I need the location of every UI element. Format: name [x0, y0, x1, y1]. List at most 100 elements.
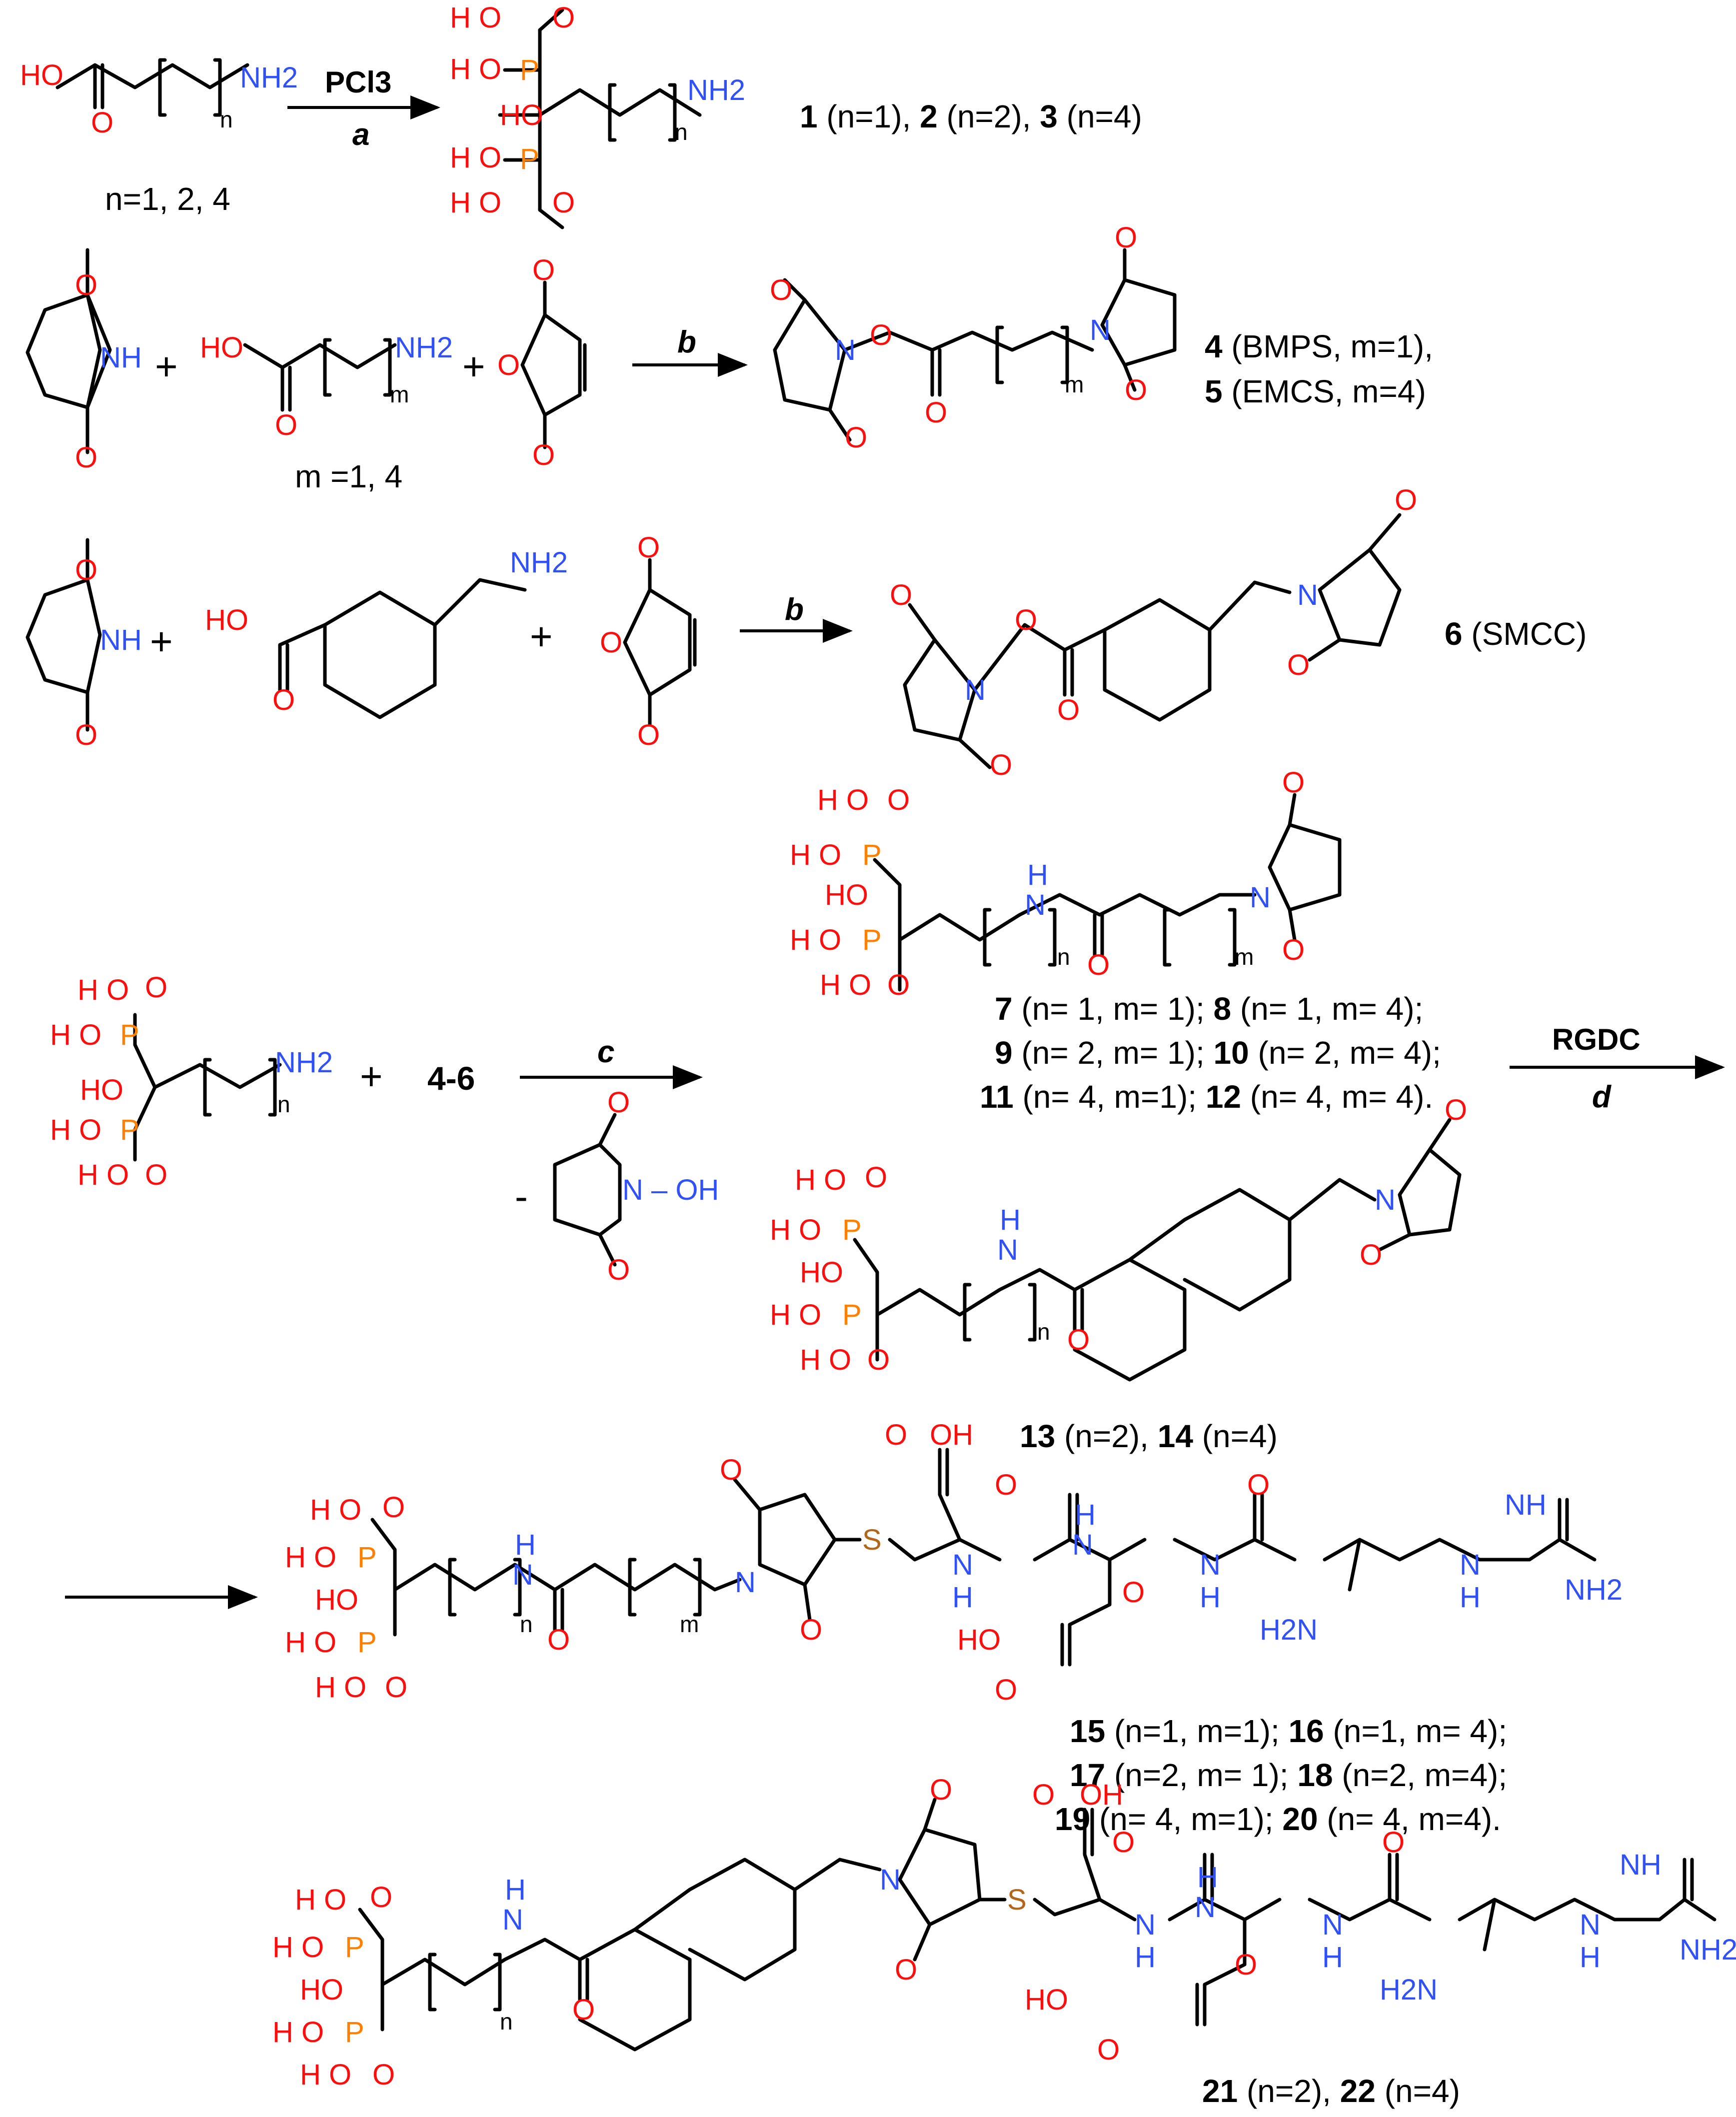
- atom-p: P: [842, 1214, 862, 1246]
- compound-desc: (BMPS, m=1),: [1223, 328, 1433, 364]
- atom-o: O: [497, 349, 520, 381]
- row4-smcc-line: 13 (n=2), 14 (n=4): [1020, 1418, 1278, 1454]
- atom-p: P: [345, 1931, 364, 1964]
- compound-number: 3: [1040, 98, 1058, 134]
- compound-desc: (n= 4, m=1);: [1014, 1079, 1206, 1115]
- compound-desc: (n=1, m=1);: [1105, 1713, 1288, 1749]
- atom-ho: H O: [790, 924, 841, 956]
- condition-d: d: [1592, 1080, 1612, 1114]
- atom-ho: HO: [500, 99, 543, 131]
- atom-n: N: [1297, 579, 1318, 611]
- index-n: n: [520, 1611, 533, 1637]
- atom-ho: H O: [285, 1626, 336, 1659]
- atom-n: N: [735, 1566, 756, 1599]
- atom-h: H: [1460, 1581, 1481, 1614]
- atom-nh: N: [952, 1549, 973, 1581]
- atom-p: P: [357, 1541, 377, 1574]
- row5-line: 17 (n=2, m= 1); 18 (n=2, m=4);: [1070, 1757, 1507, 1793]
- index-m: m: [1235, 944, 1254, 970]
- compound-number: 2: [920, 98, 938, 134]
- atom-nh2: NH2: [687, 74, 745, 106]
- bmps-emcs-structure: O N O O O m O N O: [770, 221, 1177, 454]
- atom-o: O: [75, 719, 97, 751]
- atom-ho: H O: [770, 1299, 821, 1331]
- atom-o: O: [895, 1954, 917, 1986]
- atom-o: O: [720, 1454, 742, 1486]
- atom-o: O: [275, 409, 297, 441]
- atom-nh2: NH2: [395, 331, 453, 364]
- plus-sign: +: [462, 344, 485, 388]
- compound-number: 22: [1340, 2073, 1376, 2109]
- atom-o: O: [1282, 766, 1305, 799]
- row4-line: 7 (n= 1, m= 1); 8 (n= 1, m= 4);: [995, 991, 1423, 1027]
- plus-sign: +: [155, 344, 178, 388]
- atom-h: H: [1075, 1499, 1096, 1531]
- atom-o: O: [1122, 1576, 1145, 1609]
- compound-number: 11: [980, 1079, 1014, 1115]
- atom-nh2: NH2: [510, 546, 568, 579]
- atom-o: O: [1067, 1324, 1090, 1356]
- atom-p: P: [520, 54, 539, 86]
- row4-line: 9 (n= 2, m= 1); 10 (n= 2, m= 4);: [995, 1035, 1441, 1071]
- atom-o: O: [887, 784, 910, 816]
- rgd-conjugate-15-20-structure: H O O H O P HO H O P H O O H N n O m N O…: [285, 1419, 1623, 1706]
- nhs-byproduct-structure: O N – OH O: [553, 1086, 719, 1286]
- compound-desc: (n=2, m=4);: [1333, 1757, 1508, 1793]
- atom-o: O: [995, 1469, 1017, 1501]
- compound-desc: (n=1, m= 4);: [1324, 1713, 1507, 1749]
- atom-o: O: [75, 554, 97, 586]
- atom-n: N: [1025, 889, 1046, 921]
- atom-o: O: [552, 1, 575, 34]
- atom-n: N: [1375, 1184, 1396, 1216]
- index-m: m: [680, 1611, 699, 1637]
- atom-o: O: [800, 1614, 822, 1646]
- row6-line: 21 (n=2), 22 (n=4): [1202, 2073, 1460, 2109]
- atom-nh2: NH2: [275, 1046, 333, 1079]
- atom-ho: H O: [790, 839, 841, 871]
- atom-ho: H O: [795, 1164, 846, 1196]
- atom-ho: HO: [1025, 1984, 1068, 2016]
- atom-o: O: [845, 421, 867, 454]
- atom-h: H: [1322, 1941, 1343, 1974]
- compound-desc: (n=4): [1193, 1418, 1278, 1454]
- atom-p: P: [345, 2016, 364, 2049]
- compound-number: 10: [1214, 1035, 1249, 1071]
- row1-products-caption: 1 (n=1), 2 (n=2), 3 (n=4): [800, 98, 1142, 134]
- atom-oh: OH: [1080, 1779, 1123, 1811]
- atom-s: S: [1007, 1884, 1027, 1916]
- atom-h: H: [505, 1874, 526, 1906]
- atom-o: O: [1057, 694, 1080, 726]
- atom-o: O: [1282, 934, 1305, 966]
- compound-desc: (SMCC): [1463, 616, 1587, 652]
- condition-b: b: [677, 325, 696, 359]
- atom-ho: H O: [450, 186, 501, 219]
- atom-nh: NH: [1620, 1849, 1662, 1881]
- aminoacid-structure: HO O NH2 n: [20, 58, 298, 139]
- atom-h: H: [1197, 1861, 1218, 1894]
- atom-ho: HO: [315, 1584, 358, 1616]
- atom-nh: N: [1200, 1549, 1221, 1581]
- atom-ho: H O: [300, 2059, 351, 2091]
- atom-ho: HO: [300, 1974, 343, 2006]
- atom-o: O: [925, 396, 947, 429]
- compound-number: 13: [1020, 1418, 1055, 1454]
- compound-desc: (n= 1, m= 1);: [1013, 991, 1214, 1027]
- bp-maleimide-7-12-structure: H O O H O P HO H O P H O O H N n n O m N…: [790, 766, 1342, 1001]
- row3-reaction: O NH O + HO O NH2 + O O O b O N O: [25, 484, 1587, 781]
- succinimide-structure: O NH O: [25, 538, 142, 751]
- compound-number: 14: [1158, 1418, 1194, 1454]
- minus-sign: -: [515, 1174, 528, 1218]
- atom-o: O: [1382, 1826, 1405, 1859]
- atom-n: N: [1072, 1529, 1093, 1561]
- atom-ho: HO: [205, 604, 248, 636]
- atom-o: O: [1015, 604, 1037, 636]
- index-n: n: [1037, 1319, 1050, 1345]
- atom-o: O: [607, 1086, 630, 1119]
- atom-ho: HO: [20, 59, 63, 91]
- atom-o: O: [532, 439, 555, 471]
- bisphosphonate-1-3-structure: H O O H O P HO H O P H O O NH2 n: [450, 1, 745, 229]
- atom-n: N: [1580, 1909, 1601, 1941]
- atom-ho: H O: [285, 1541, 336, 1574]
- atom-h: H: [515, 1529, 536, 1561]
- row4-reaction: H O O H O P HO H O P H O O NH2 n + 4-6 c…: [50, 766, 1725, 1454]
